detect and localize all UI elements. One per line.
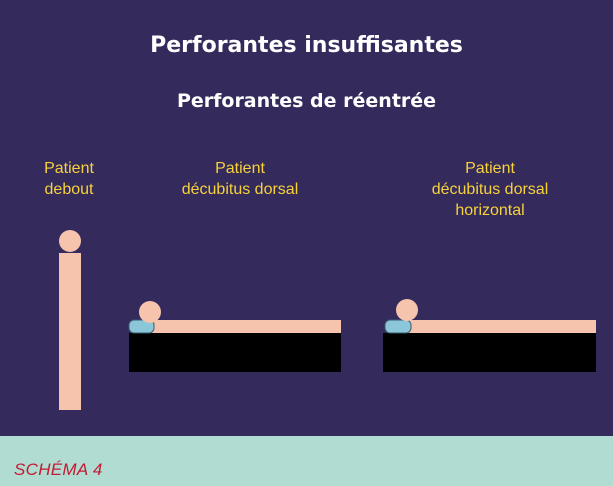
diagram-subtitle: Perforantes de réentrée — [176, 90, 437, 112]
supine-patient-figure — [128, 301, 341, 372]
figure-caption: SCHÉMA 4 — [14, 460, 103, 479]
supine-horizontal-pillow — [384, 319, 412, 334]
supine-pillow — [128, 319, 155, 334]
supine-horizontal-patient-figure — [383, 299, 596, 372]
standing-patient-head — [59, 230, 81, 252]
supine-horizontal-bed — [383, 333, 596, 372]
patient-illustrations — [59, 230, 596, 410]
supine-patient-head — [139, 301, 161, 323]
supine-bed — [129, 333, 341, 372]
supine-horizontal-patient-body — [404, 320, 596, 333]
label-supine-horizontal-patient: Patient décubitus dorsal horizontal — [431, 160, 549, 219]
diagram-title: Perforantes insuffisantes — [150, 33, 463, 58]
label-supine-patient: Patient décubitus dorsal — [181, 160, 299, 198]
supine-patient-body — [150, 320, 341, 333]
caption-bar — [0, 436, 613, 486]
standing-patient-body — [59, 253, 81, 410]
standing-patient-figure — [59, 230, 81, 410]
label-standing-patient: Patient debout — [44, 160, 94, 198]
supine-horizontal-patient-head — [396, 299, 418, 321]
